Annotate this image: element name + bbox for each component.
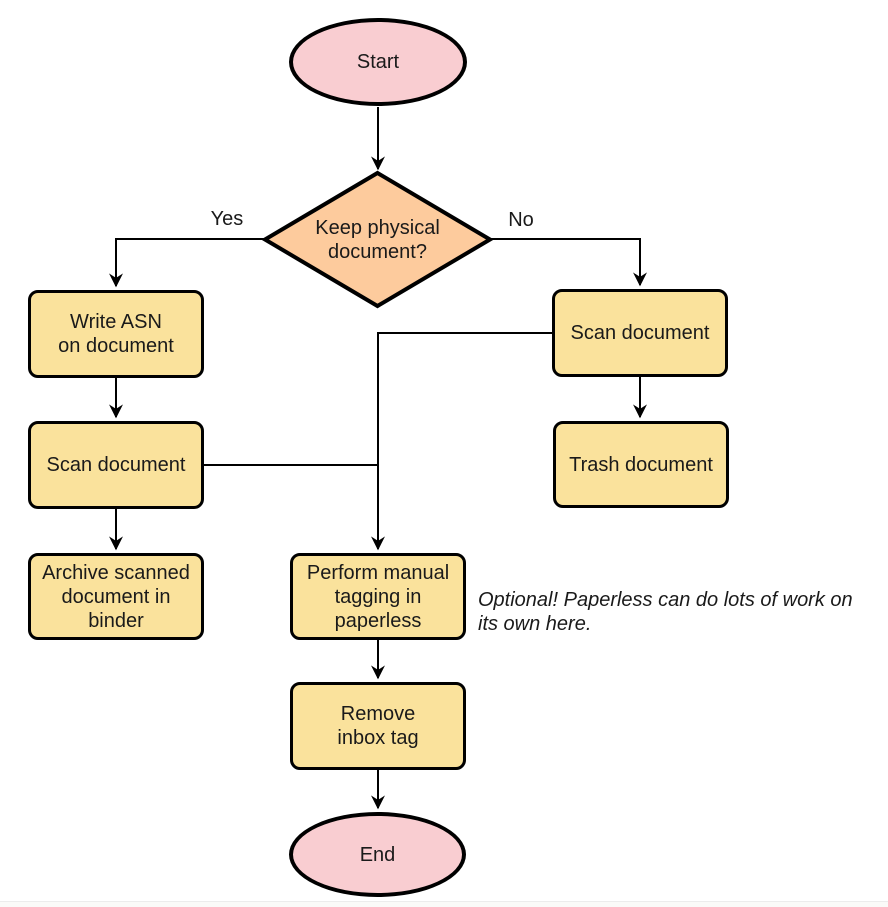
- node-perform-manual-tagging: Perform manual tagging in paperless: [290, 553, 466, 640]
- node-scan-document-left: Scan document: [28, 421, 204, 509]
- edge-label-no: No: [508, 209, 534, 231]
- node-decision-label: Keep physical document?: [315, 216, 440, 263]
- node-archive-scanned-document: Archive scanned document in binder: [28, 553, 204, 640]
- node-trash-document: Trash document: [553, 421, 729, 508]
- edge-decision-no-to-scan-right: [490, 238, 647, 287]
- node-remove-inbox-tag: Remove inbox tag: [290, 682, 466, 770]
- edge-label-yes: Yes: [210, 208, 244, 230]
- node-end: End: [289, 812, 466, 897]
- edge-decision-yes-to-write-asn: [109, 238, 265, 288]
- optional-annotation-note: Optional! Paperless can do lots of work …: [478, 589, 853, 635]
- node-scan-document-right: Scan document: [552, 289, 728, 377]
- page-bottom-edge: [0, 901, 888, 907]
- node-start: Start: [289, 18, 467, 106]
- decision-diamond-shape: [261, 170, 494, 309]
- node-write-asn-on-document: Write ASN on document: [28, 290, 204, 378]
- edge-scan-right-to-tagging: [371, 332, 552, 551]
